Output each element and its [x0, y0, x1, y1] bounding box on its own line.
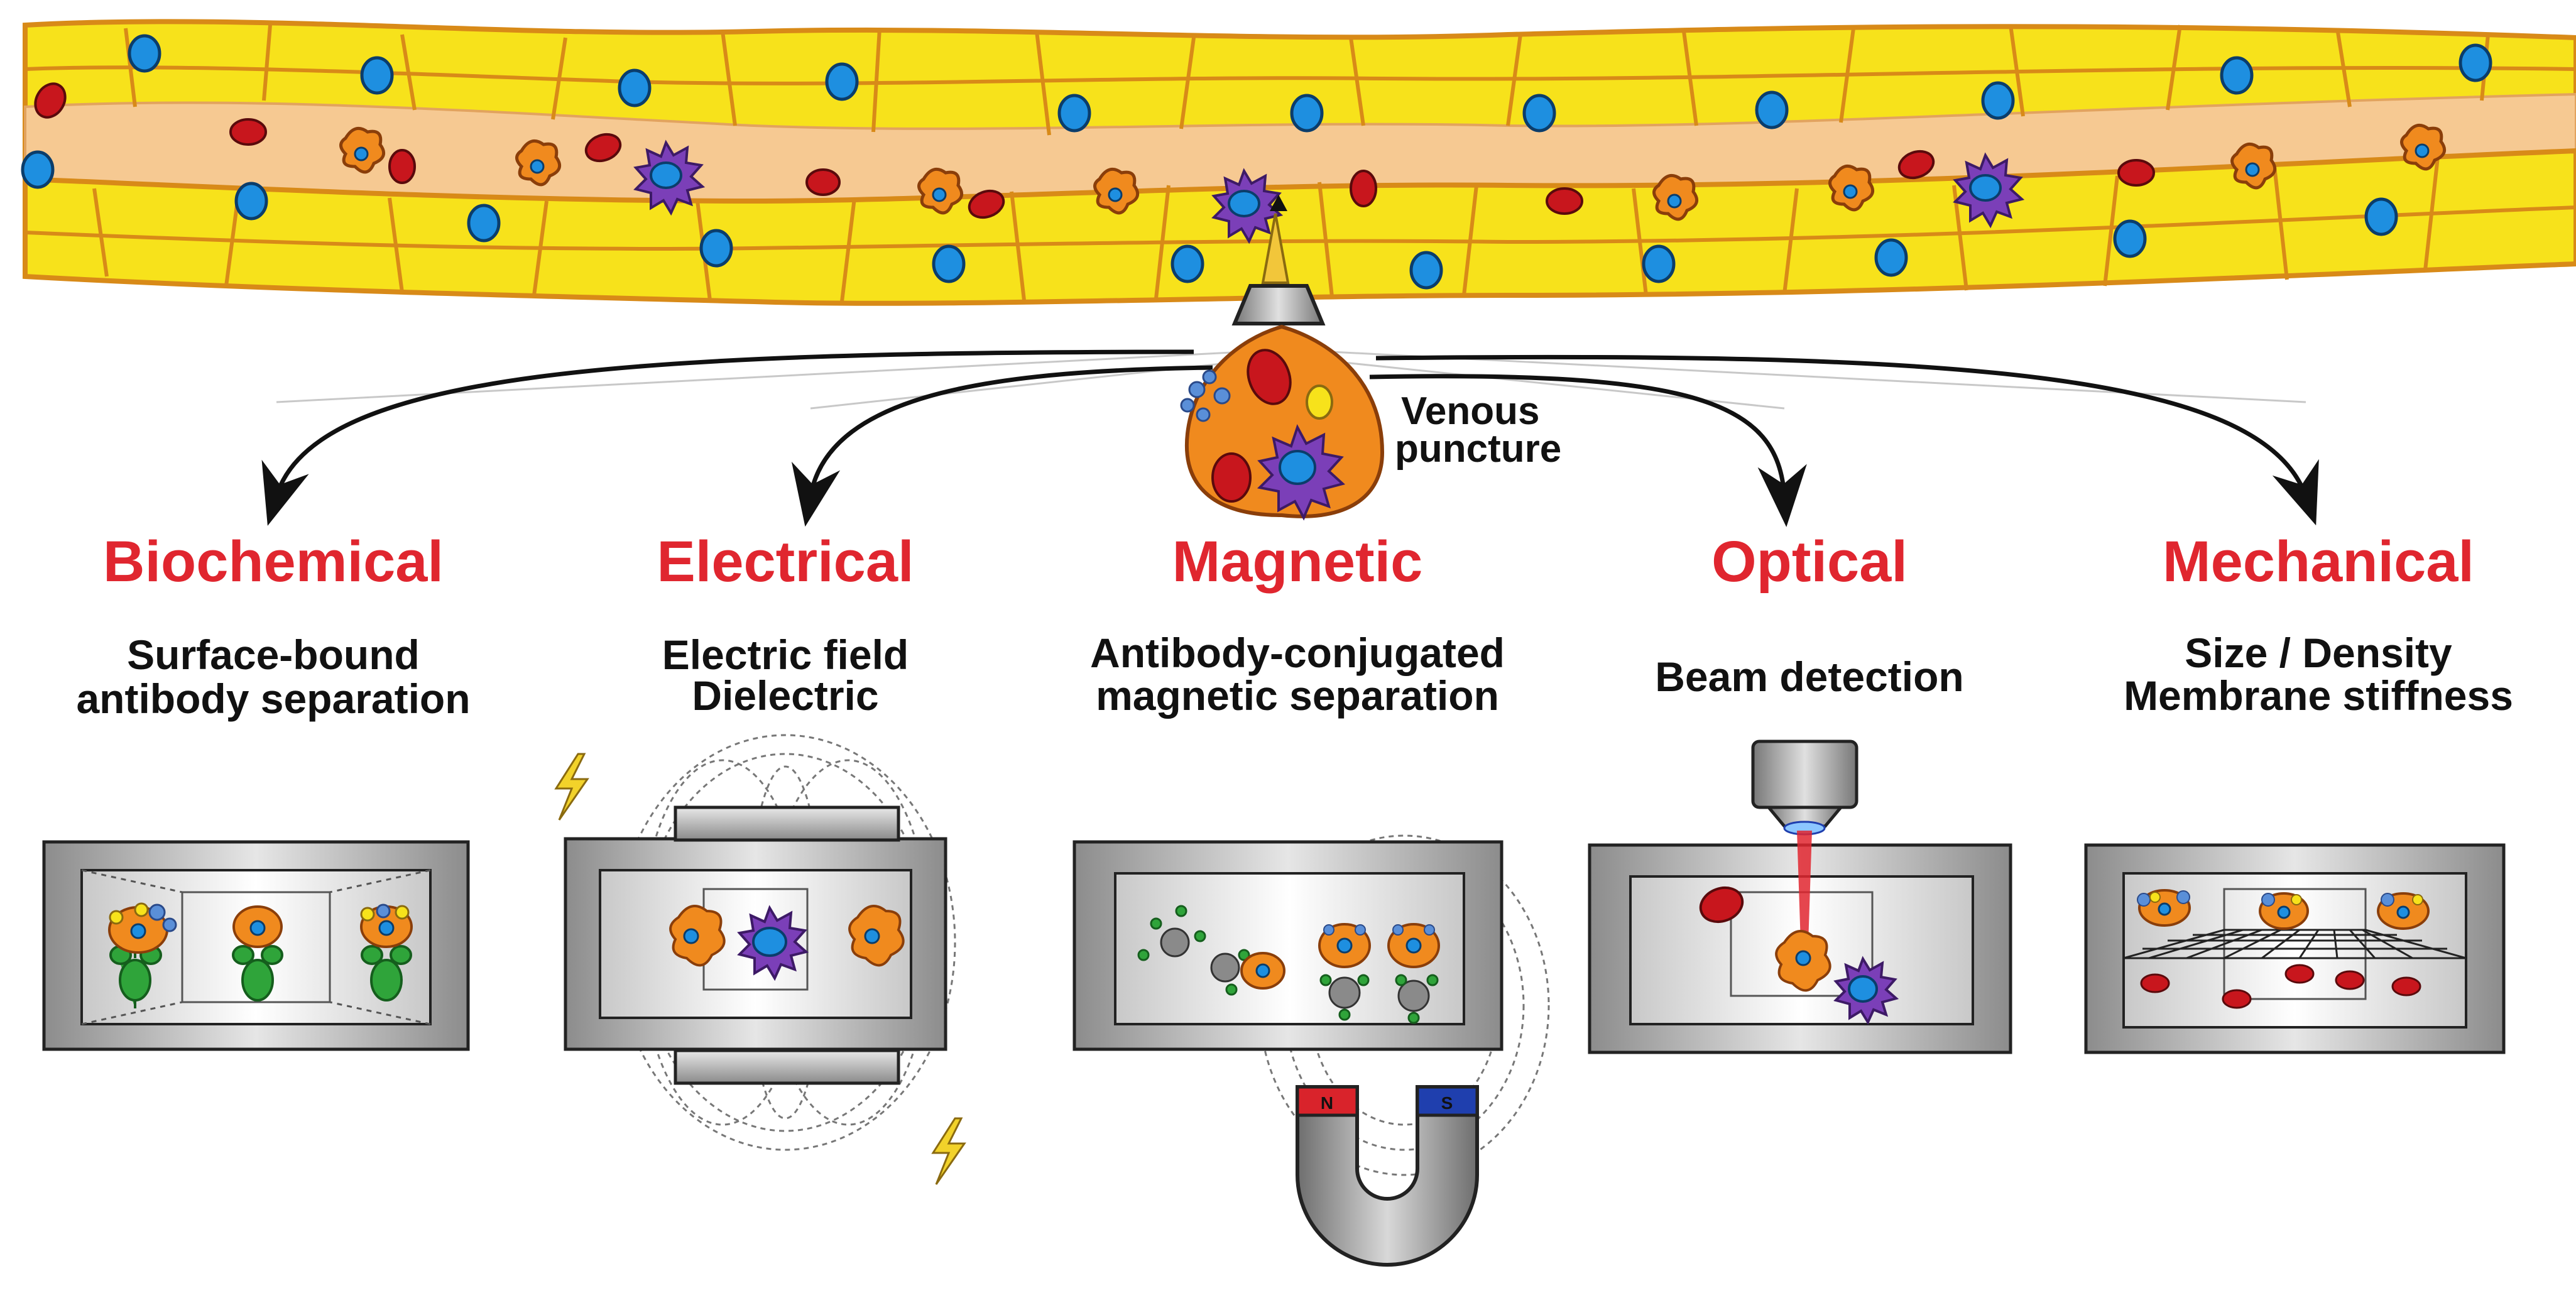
needle-icon	[1231, 195, 1326, 325]
venous-puncture-label-line2: puncture	[1395, 427, 1561, 471]
desc-magnetic-1: Antibody-conjugated	[1090, 630, 1505, 676]
horseshoe-magnet-icon: N S	[1296, 1085, 1479, 1267]
electrode-top	[674, 805, 900, 842]
desc-magnetic-2: magnetic separation	[1096, 672, 1499, 719]
electrical-chamber	[554, 734, 966, 1185]
method-descriptions: Surface-bound antibody separation Electr…	[76, 630, 2513, 722]
electrode-bottom	[674, 1049, 900, 1085]
blood-drop	[1180, 324, 1385, 521]
laser-beam	[1797, 831, 1812, 944]
lightning-bolt-icon	[931, 1117, 966, 1185]
branch-arrows	[261, 349, 2319, 527]
red-blood-cells	[34, 82, 2155, 219]
magnet-south-label: S	[1441, 1093, 1453, 1113]
title-electrical: Electrical	[657, 530, 914, 594]
antibody-capture-sites	[109, 942, 412, 1008]
title-magnetic: Magnetic	[1172, 530, 1423, 594]
desc-mechanical-2: Membrane stiffness	[2124, 672, 2513, 719]
title-mechanical: Mechanical	[2163, 530, 2474, 594]
desc-optical-1: Beam detection	[1655, 653, 1963, 700]
immune-cells	[633, 139, 2025, 244]
title-biochemical: Biochemical	[103, 530, 444, 594]
magnet-north-label: N	[1321, 1093, 1333, 1113]
desc-electrical-1: Electric field	[662, 631, 909, 678]
magnetic-chamber: N S	[1072, 834, 1550, 1267]
method-titles: Biochemical Electrical Magnetic Optical …	[103, 530, 2474, 594]
blood-vessel	[21, 19, 2576, 306]
endothelial-nuclei	[21, 34, 2492, 290]
biochemical-chamber	[42, 840, 470, 1051]
desc-biochemical-1: Surface-bound	[127, 631, 420, 678]
optical-chamber	[1588, 740, 2012, 1054]
desc-electrical-2: Dielectric	[692, 672, 878, 719]
desc-biochemical-2: antibody separation	[76, 675, 470, 722]
title-optical: Optical	[1711, 530, 1907, 594]
venous-puncture-label: Venous	[1401, 390, 1540, 433]
filter-mesh	[2123, 929, 2467, 959]
desc-mechanical-1: Size / Density	[2185, 630, 2452, 676]
vessel-bottom-wall	[23, 148, 2576, 306]
objective-lens-icon	[1751, 740, 1858, 836]
mechanical-chamber	[2084, 843, 2506, 1054]
lightning-bolt-icon	[554, 753, 589, 821]
